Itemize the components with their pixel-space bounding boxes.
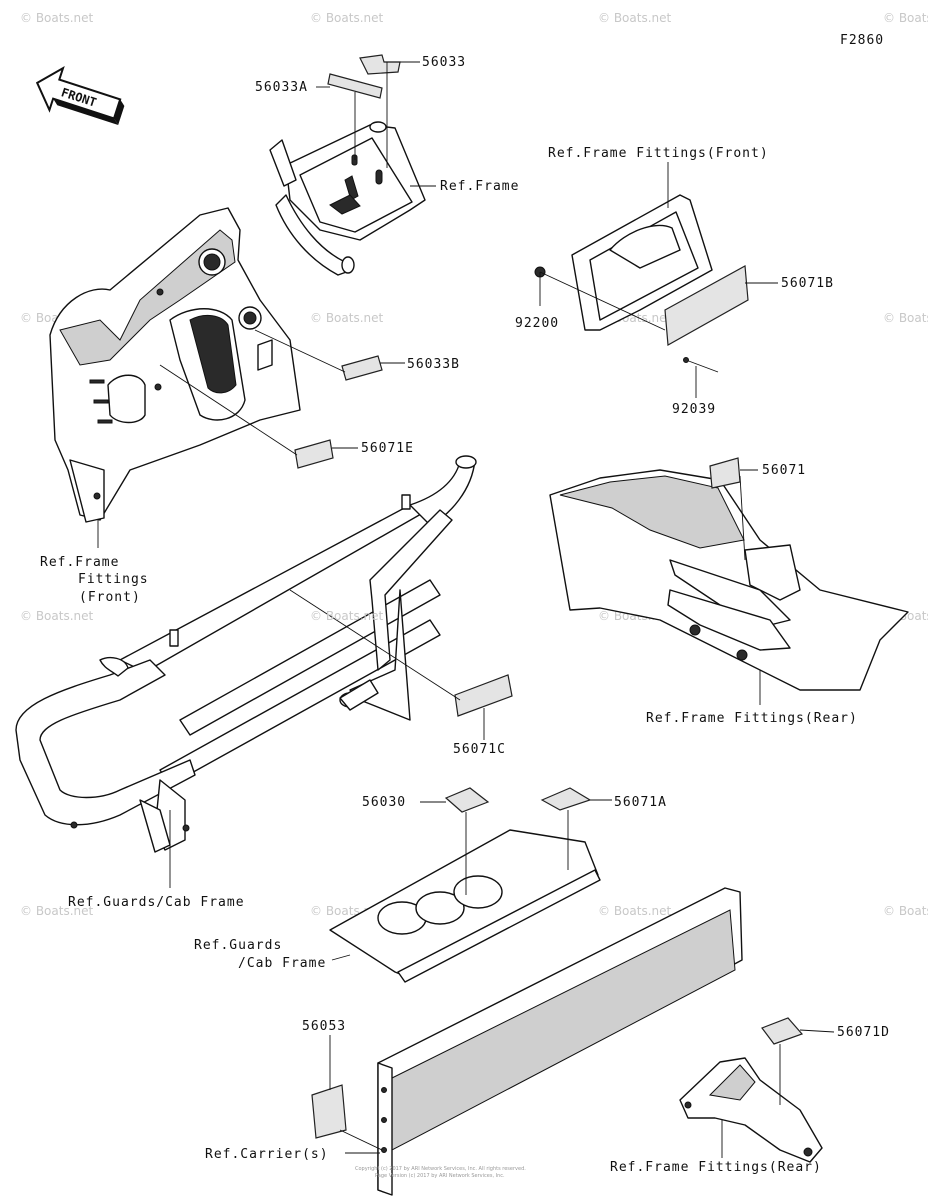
dashboard-panel [49, 207, 301, 523]
label-ref-frame-fittings-front-left-2: Fittings [78, 572, 149, 587]
watermark-text: © Boats.net [598, 904, 672, 918]
label-ref-frame: Ref.Frame [440, 179, 519, 194]
figure-code: F2860 [840, 33, 884, 48]
decal-56071C [454, 674, 513, 717]
label-ref-frame-fittings-rear-1: Ref.Frame Fittings(Rear) [646, 711, 858, 726]
front-fitting-plate [534, 194, 749, 373]
callout-labels: 56033 56033A Ref.Frame Ref.Frame Fitting… [40, 55, 890, 1175]
label-56071B: 56071B [781, 276, 834, 291]
label-56071E: 56071E [361, 441, 414, 456]
label-ref-frame-fittings-front-top: Ref.Frame Fittings(Front) [548, 146, 769, 161]
watermark-text: © Boats.net [310, 11, 384, 25]
label-56071C: 56071C [453, 742, 506, 757]
rear-fitting-cover [549, 457, 909, 691]
label-56053: 56053 [302, 1019, 346, 1034]
watermark-text: © Boats.net [598, 11, 672, 25]
decal-56030 [444, 787, 490, 813]
label-56030: 56030 [362, 795, 406, 810]
label-56033A: 56033A [255, 80, 308, 95]
label-ref-carriers: Ref.Carrier(s) [205, 1147, 329, 1162]
carrier-panel [311, 887, 743, 1196]
label-ref-frame-fittings-front-left-1: Ref.Frame [40, 555, 119, 570]
floor-plate [329, 787, 601, 983]
label-56033B: 56033B [407, 357, 460, 372]
decal-56033A [327, 73, 383, 99]
label-56033: 56033 [422, 55, 466, 70]
label-56071D: 56071D [837, 1025, 890, 1040]
label-92200: 92200 [515, 316, 559, 331]
watermark-text: © Boats.net [20, 609, 94, 623]
decal-56071 [709, 457, 741, 489]
label-ref-guards-2a: Ref.Guards [194, 938, 282, 953]
label-ref-frame-fittings-rear-2: Ref.Frame Fittings(Rear) [610, 1160, 822, 1175]
watermark-text: © Boats.net [310, 311, 384, 325]
frame-bracket [269, 54, 426, 276]
label-92039: 92039 [672, 402, 716, 417]
label-ref-guards-2b: /Cab Frame [238, 956, 326, 971]
decal-56033B [341, 355, 383, 381]
copyright-line-1: Copyright (c) 2017 by ARI Network Servic… [355, 1166, 526, 1172]
label-ref-guards-cab-frame-1: Ref.Guards/Cab Frame [68, 895, 245, 910]
label-56071A: 56071A [614, 795, 667, 810]
front-arrow-icon: FRONT [35, 66, 125, 126]
decal-56033 [359, 54, 401, 75]
watermark-text: © Boats.net [883, 311, 928, 325]
decal-56071E [294, 439, 334, 469]
label-ref-frame-fittings-front-left-3: (Front) [79, 590, 141, 605]
watermark-text: © Boats.net [883, 904, 928, 918]
watermark-text: © Boats.net [20, 904, 94, 918]
decal-56071A [540, 787, 592, 811]
decal-56071D [761, 1017, 804, 1045]
leader-lines [97, 61, 835, 1158]
watermark-text: © Boats.net [20, 11, 94, 25]
watermark-text: © Boats.net [883, 11, 928, 25]
rear-fitting-bracket [679, 1017, 823, 1163]
label-56071: 56071 [762, 463, 806, 478]
center-watermark: © Boats.net [310, 609, 384, 623]
decal-56053 [311, 1084, 347, 1139]
decal-56071B [664, 265, 749, 346]
cab-frame-guards [15, 455, 477, 853]
copyright-line-2: Page Version (c) 2017 by ARI Network Ser… [375, 1173, 505, 1179]
